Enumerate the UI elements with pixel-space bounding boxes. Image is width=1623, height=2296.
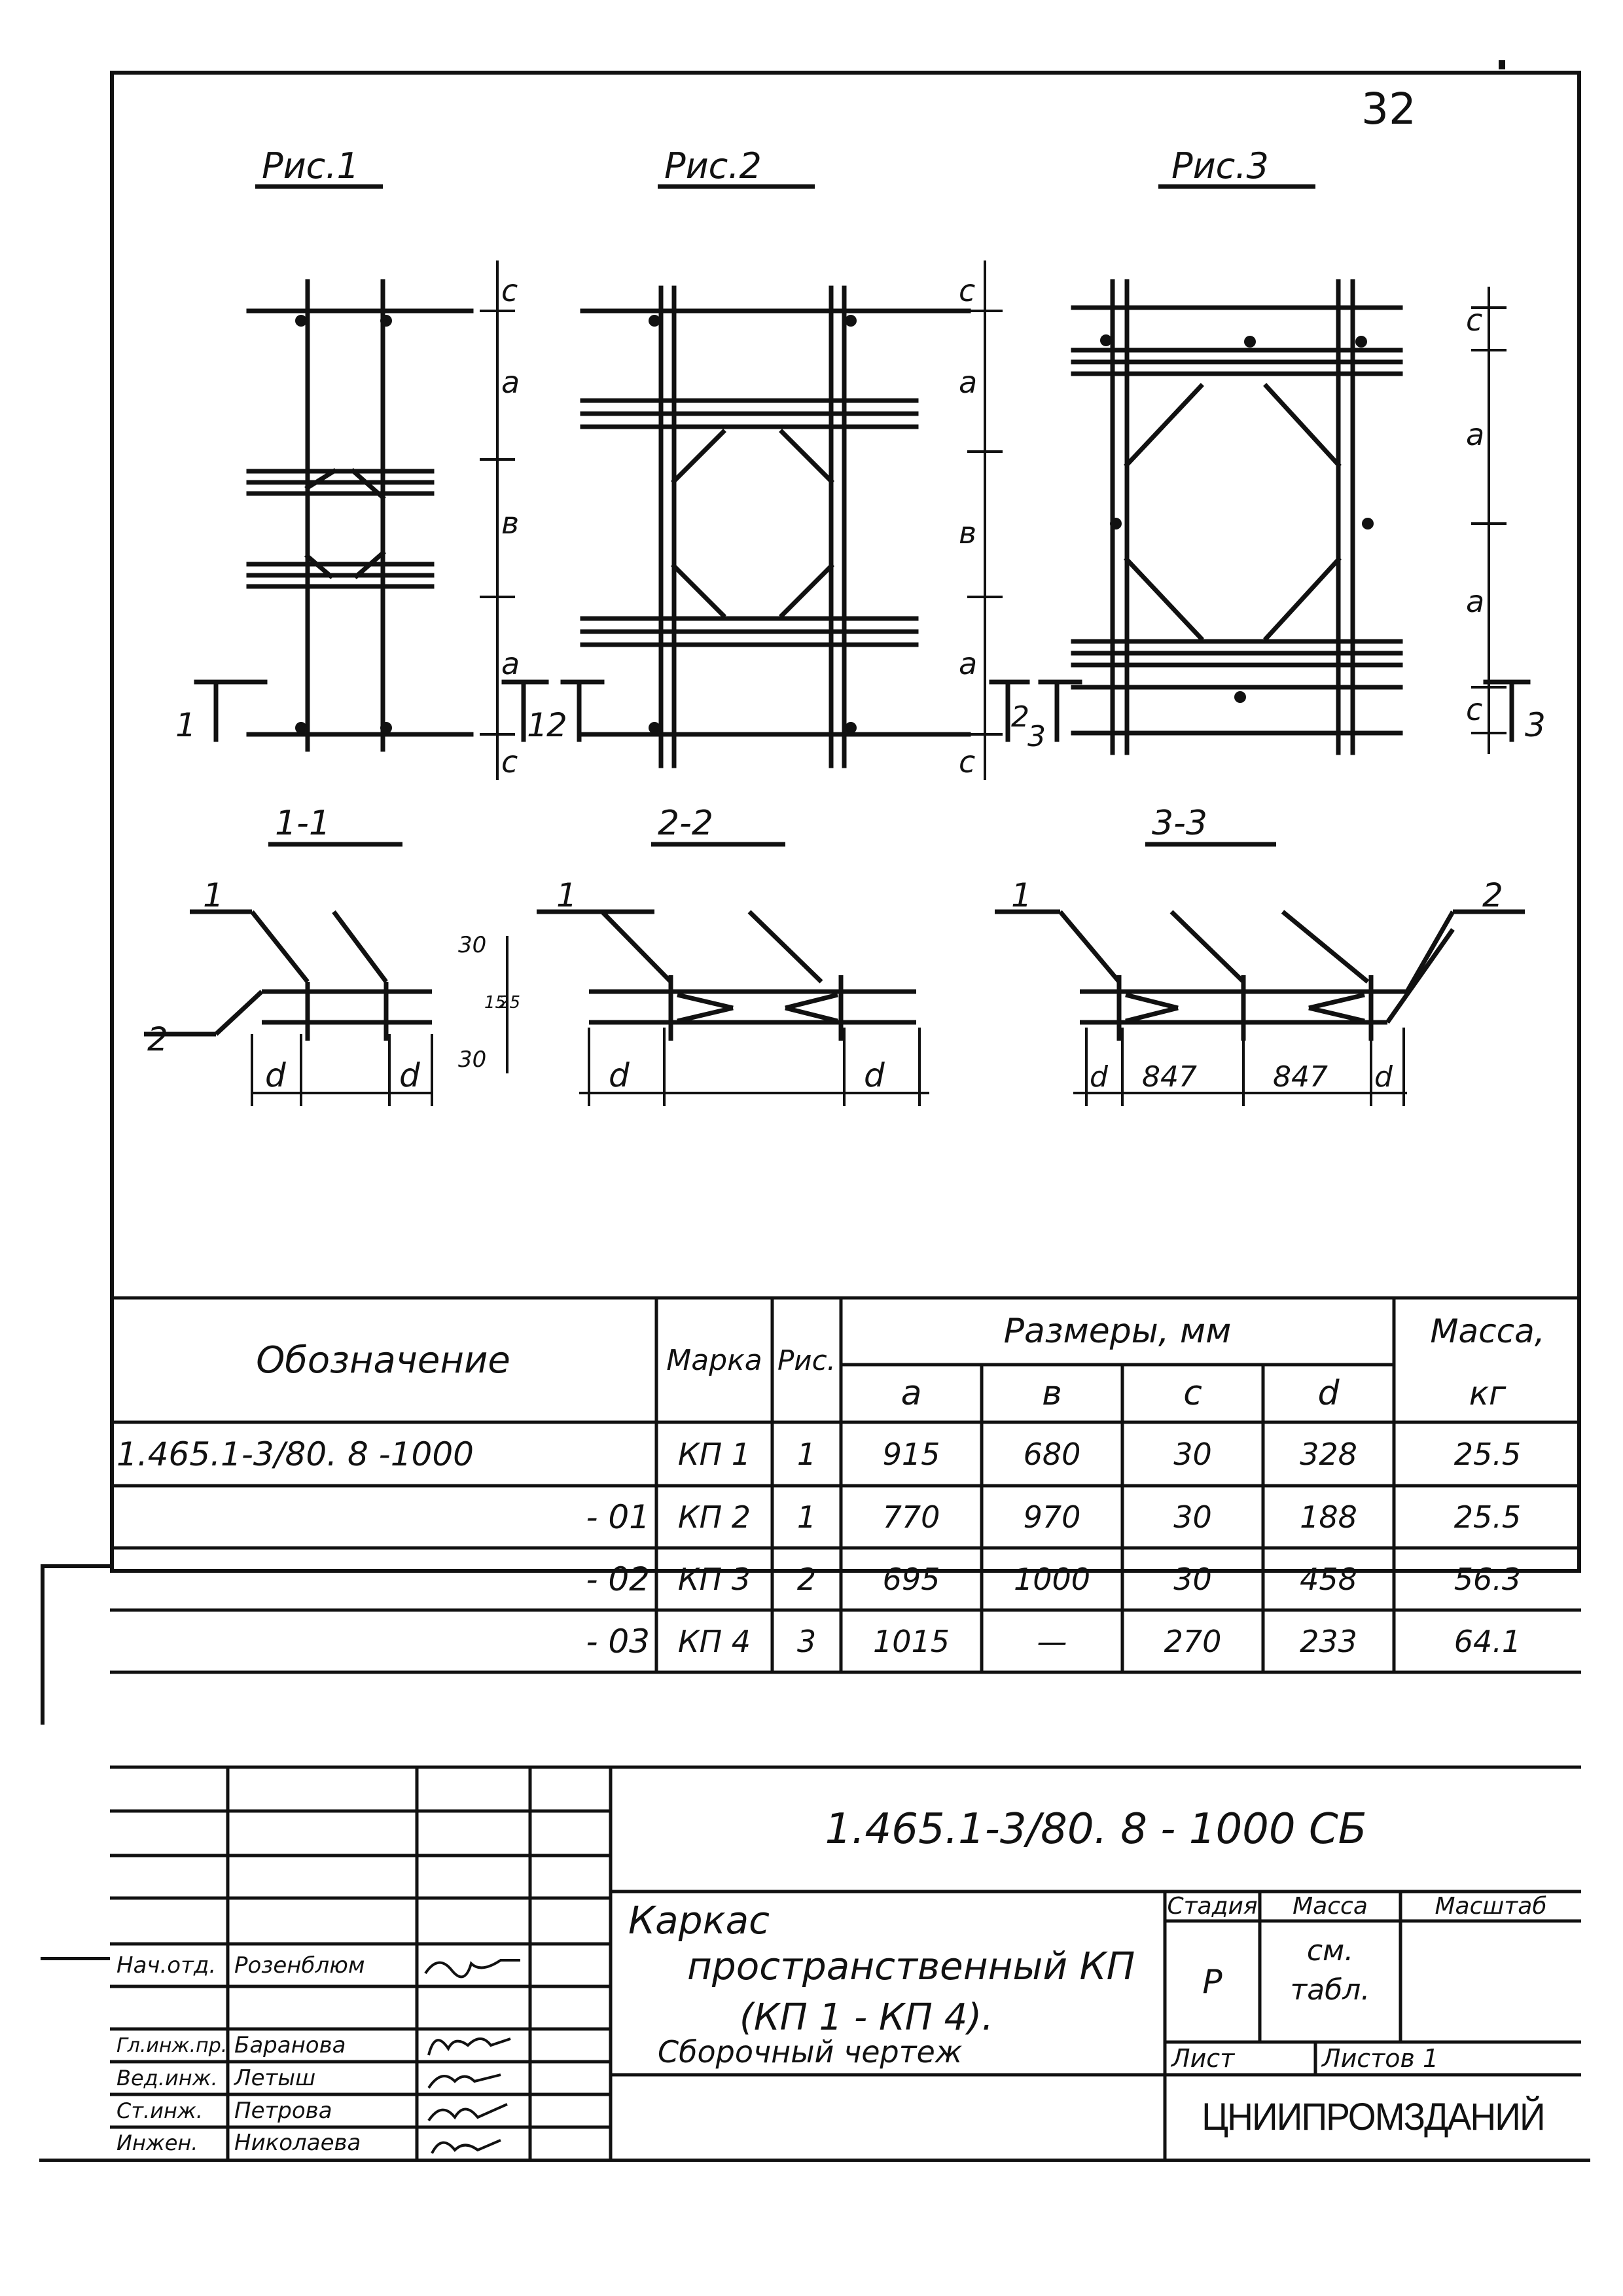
header-d: d	[1317, 1374, 1340, 1413]
title-line-3: (КП 1 - КП 4).	[740, 1996, 993, 2039]
mass-label: Масса	[1293, 1893, 1368, 1920]
stage-value: Р	[1202, 1962, 1222, 2001]
svg-text:2: 2	[546, 706, 567, 744]
svg-text:c: c	[959, 744, 975, 780]
svg-text:847: 847	[1142, 1060, 1197, 1094]
svg-text:a: a	[501, 365, 520, 400]
signature	[427, 2103, 508, 2122]
header-mass: Масса,	[1430, 1312, 1545, 1350]
svg-text:d: d	[265, 1056, 286, 1094]
svg-text:1: 1	[1011, 876, 1032, 914]
svg-text:30: 30	[458, 1047, 486, 1073]
svg-text:3: 3	[1525, 706, 1546, 744]
svg-text:d: d	[1374, 1060, 1393, 1094]
organization: ЦНИИПРОМЗДАНИЙ	[1202, 2095, 1545, 2138]
signature	[427, 2073, 501, 2089]
sheets-label: Листов 1	[1322, 2044, 1439, 2073]
svg-text:в: в	[501, 505, 519, 541]
svg-text:a: a	[959, 646, 977, 681]
signature	[424, 1959, 520, 1979]
title-line-1: Каркас	[628, 1898, 770, 1943]
drawing-frame	[110, 71, 1581, 1573]
mass-value-2: табл.	[1290, 1973, 1370, 2007]
svg-text:1: 1	[556, 876, 577, 914]
svg-text:в: в	[959, 515, 976, 550]
svg-text:a: a	[1466, 417, 1484, 452]
svg-text:c: c	[1466, 692, 1482, 727]
drawings: Рис.1 Рис.2 Рис.3 c a в a c 1 1 c a в a …	[144, 145, 1546, 1106]
svg-text:c: c	[959, 273, 975, 308]
svg-text:2: 2	[147, 1020, 168, 1058]
fig1-title: Рис.1	[262, 145, 359, 187]
section-3-title: 3-3	[1152, 804, 1207, 843]
svg-text:1: 1	[527, 706, 548, 744]
header-designation: Обозначение	[256, 1338, 510, 1382]
svg-text:2: 2	[1482, 876, 1503, 914]
section-1-title: 1-1	[275, 804, 330, 843]
title-line-2: пространственный КП	[687, 1944, 1135, 1988]
binding-mark-bracket	[41, 1568, 45, 1725]
doc-code: 1.465.1-3/80. 8 - 1000 СБ	[825, 1805, 1367, 1854]
svg-text:847: 847	[1273, 1060, 1328, 1094]
header-brand: Марка	[666, 1343, 762, 1377]
svg-text:3: 3	[1027, 720, 1046, 753]
header-fig: Рис.	[777, 1344, 836, 1376]
svg-text:a: a	[501, 646, 520, 681]
header-mass-unit: кг	[1469, 1374, 1507, 1412]
binding-mark	[41, 1564, 110, 1568]
svg-text:30: 30	[458, 932, 486, 958]
svg-text:a: a	[959, 365, 977, 400]
svg-text:d: d	[399, 1056, 420, 1094]
svg-text:25: 25	[499, 993, 520, 1013]
header-c: c	[1183, 1374, 1202, 1413]
header-sizes: Размеры, мм	[1003, 1312, 1232, 1351]
section-2-title: 2-2	[658, 804, 713, 843]
svg-text:1: 1	[175, 706, 196, 744]
stage-label: Стадия	[1167, 1893, 1258, 1920]
mass-value-1: см.	[1306, 1933, 1354, 1967]
svg-text:d: d	[1090, 1060, 1109, 1094]
header-b: в	[1042, 1374, 1062, 1413]
svg-text:d: d	[609, 1056, 630, 1094]
signature	[427, 2037, 511, 2056]
fig3-title: Рис.3	[1171, 145, 1269, 187]
scale-label: Масштаб	[1435, 1893, 1547, 1920]
svg-text:a: a	[1466, 584, 1484, 619]
svg-text:c: c	[501, 273, 518, 308]
fig2-title: Рис.2	[664, 145, 762, 187]
sheet-number: 32	[1361, 84, 1416, 134]
bottom-rule	[39, 2159, 1590, 2162]
svg-text:15: 15	[484, 993, 506, 1013]
sheet-label: Лист	[1171, 2044, 1235, 2073]
binding-mark-2	[41, 1957, 110, 1960]
svg-text:c: c	[1466, 302, 1482, 338]
title-line-4: Сборочный чертеж	[658, 2034, 963, 2070]
header-a: a	[901, 1374, 922, 1413]
svg-text:d: d	[864, 1056, 885, 1094]
svg-text:1: 1	[203, 876, 224, 914]
svg-text:2: 2	[1011, 700, 1029, 734]
svg-text:c: c	[501, 744, 518, 780]
margin-mark	[1499, 60, 1505, 69]
signature	[431, 2139, 501, 2154]
